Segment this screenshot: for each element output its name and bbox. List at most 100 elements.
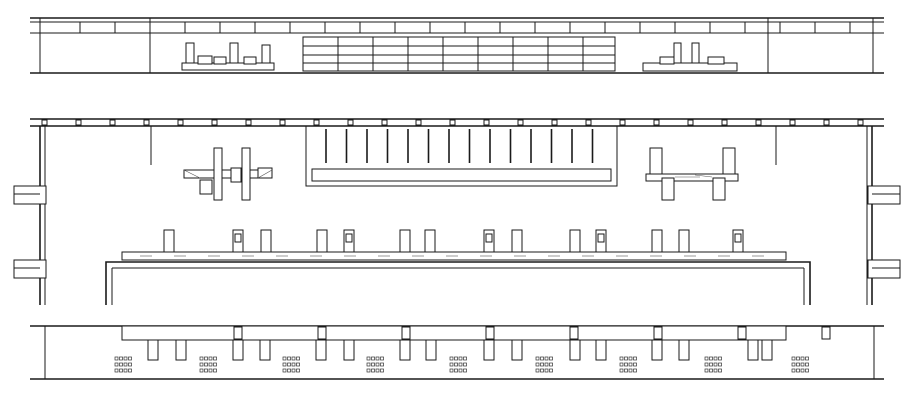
wall-opening-left [13, 259, 47, 279]
floor-dot [213, 368, 217, 373]
floor-dot [128, 356, 132, 361]
floor-dot [805, 356, 809, 361]
display-case [199, 179, 213, 195]
floor-dot [114, 356, 119, 361]
display-case [213, 56, 227, 65]
floor-dot [800, 356, 805, 361]
floor-dot [704, 368, 709, 373]
floor-dot [791, 356, 796, 361]
floor-dot [291, 356, 296, 361]
floor-dot [296, 362, 300, 367]
floor-dot [287, 356, 291, 361]
bench-case [678, 229, 690, 253]
floor-dot [463, 362, 467, 367]
bench-case [732, 229, 744, 253]
section-support [569, 326, 579, 340]
display-case [661, 177, 675, 201]
display-panel [261, 44, 271, 66]
floor-dot [709, 356, 713, 361]
bench-base [105, 261, 811, 305]
beam-block [381, 119, 388, 126]
bench-case [343, 229, 355, 253]
floor-dot [366, 368, 371, 373]
wall-right [866, 126, 901, 305]
floor-dot [458, 368, 463, 373]
bench-case [569, 229, 581, 253]
section-unit [232, 339, 244, 361]
floor-dot [449, 356, 454, 361]
floor-dot [128, 368, 132, 373]
display-panel [673, 42, 682, 64]
floor-dot [535, 356, 540, 361]
floor-dot [549, 356, 553, 361]
floor-dot [628, 356, 633, 361]
storage-wall [302, 36, 616, 72]
beam-block [109, 119, 116, 126]
floor-dot [718, 362, 722, 367]
section-support [653, 326, 663, 340]
floor-dot [458, 362, 463, 367]
floor-dot [628, 368, 633, 373]
floor-dot [454, 368, 458, 373]
floor-dot [199, 368, 204, 373]
floor-dot [458, 356, 463, 361]
display-bar [645, 173, 739, 182]
display-group-left [181, 42, 275, 71]
section-dots [114, 356, 809, 373]
floor-dot [624, 356, 628, 361]
case-window [734, 233, 742, 243]
floor-dot [371, 362, 375, 367]
section-support [233, 326, 243, 340]
beam-block [41, 119, 48, 126]
section-unit [399, 339, 411, 361]
floor-dot [296, 356, 300, 361]
display-case [712, 177, 726, 201]
floor-dot [709, 362, 713, 367]
floor-dot [287, 362, 291, 367]
floor-dot [619, 368, 624, 373]
bench-case [260, 229, 272, 253]
display-case [197, 55, 213, 65]
hatch-line [257, 169, 273, 179]
section-unit [259, 339, 271, 361]
section-bench-band [121, 325, 787, 341]
section-support [821, 326, 831, 340]
section-unit [483, 339, 495, 361]
floor-dot [208, 356, 213, 361]
beam-block [483, 119, 490, 126]
storage-divisions [337, 37, 584, 71]
floor-dot [544, 368, 549, 373]
beam-block [449, 119, 456, 126]
section-unit [569, 339, 581, 361]
cross-bar [183, 169, 271, 179]
floor-dot [123, 362, 128, 367]
section-units [147, 326, 831, 361]
floor-dot [208, 368, 213, 373]
section-support [737, 326, 747, 340]
floor-dot [800, 362, 805, 367]
floor-dot [718, 368, 722, 373]
case-window [345, 233, 353, 243]
floor-dot [213, 356, 217, 361]
beam-block [415, 119, 422, 126]
cross-post [213, 147, 223, 201]
display-case [243, 56, 257, 65]
bench-case [163, 229, 175, 253]
section-unit [595, 339, 607, 361]
floor-dot [463, 356, 467, 361]
beam-blocks [41, 119, 864, 126]
floor-dot [619, 362, 624, 367]
wall-opening-right [867, 185, 901, 205]
floor-dot [718, 356, 722, 361]
beam-block [177, 119, 184, 126]
floor-dot [371, 368, 375, 373]
display-case [257, 167, 273, 179]
floor-dot [119, 356, 123, 361]
section-view [30, 325, 884, 380]
case-window [234, 233, 242, 243]
section-unit [678, 339, 690, 361]
floor-dot [199, 362, 204, 367]
section-unit [343, 339, 355, 361]
floor-dot [535, 362, 540, 367]
